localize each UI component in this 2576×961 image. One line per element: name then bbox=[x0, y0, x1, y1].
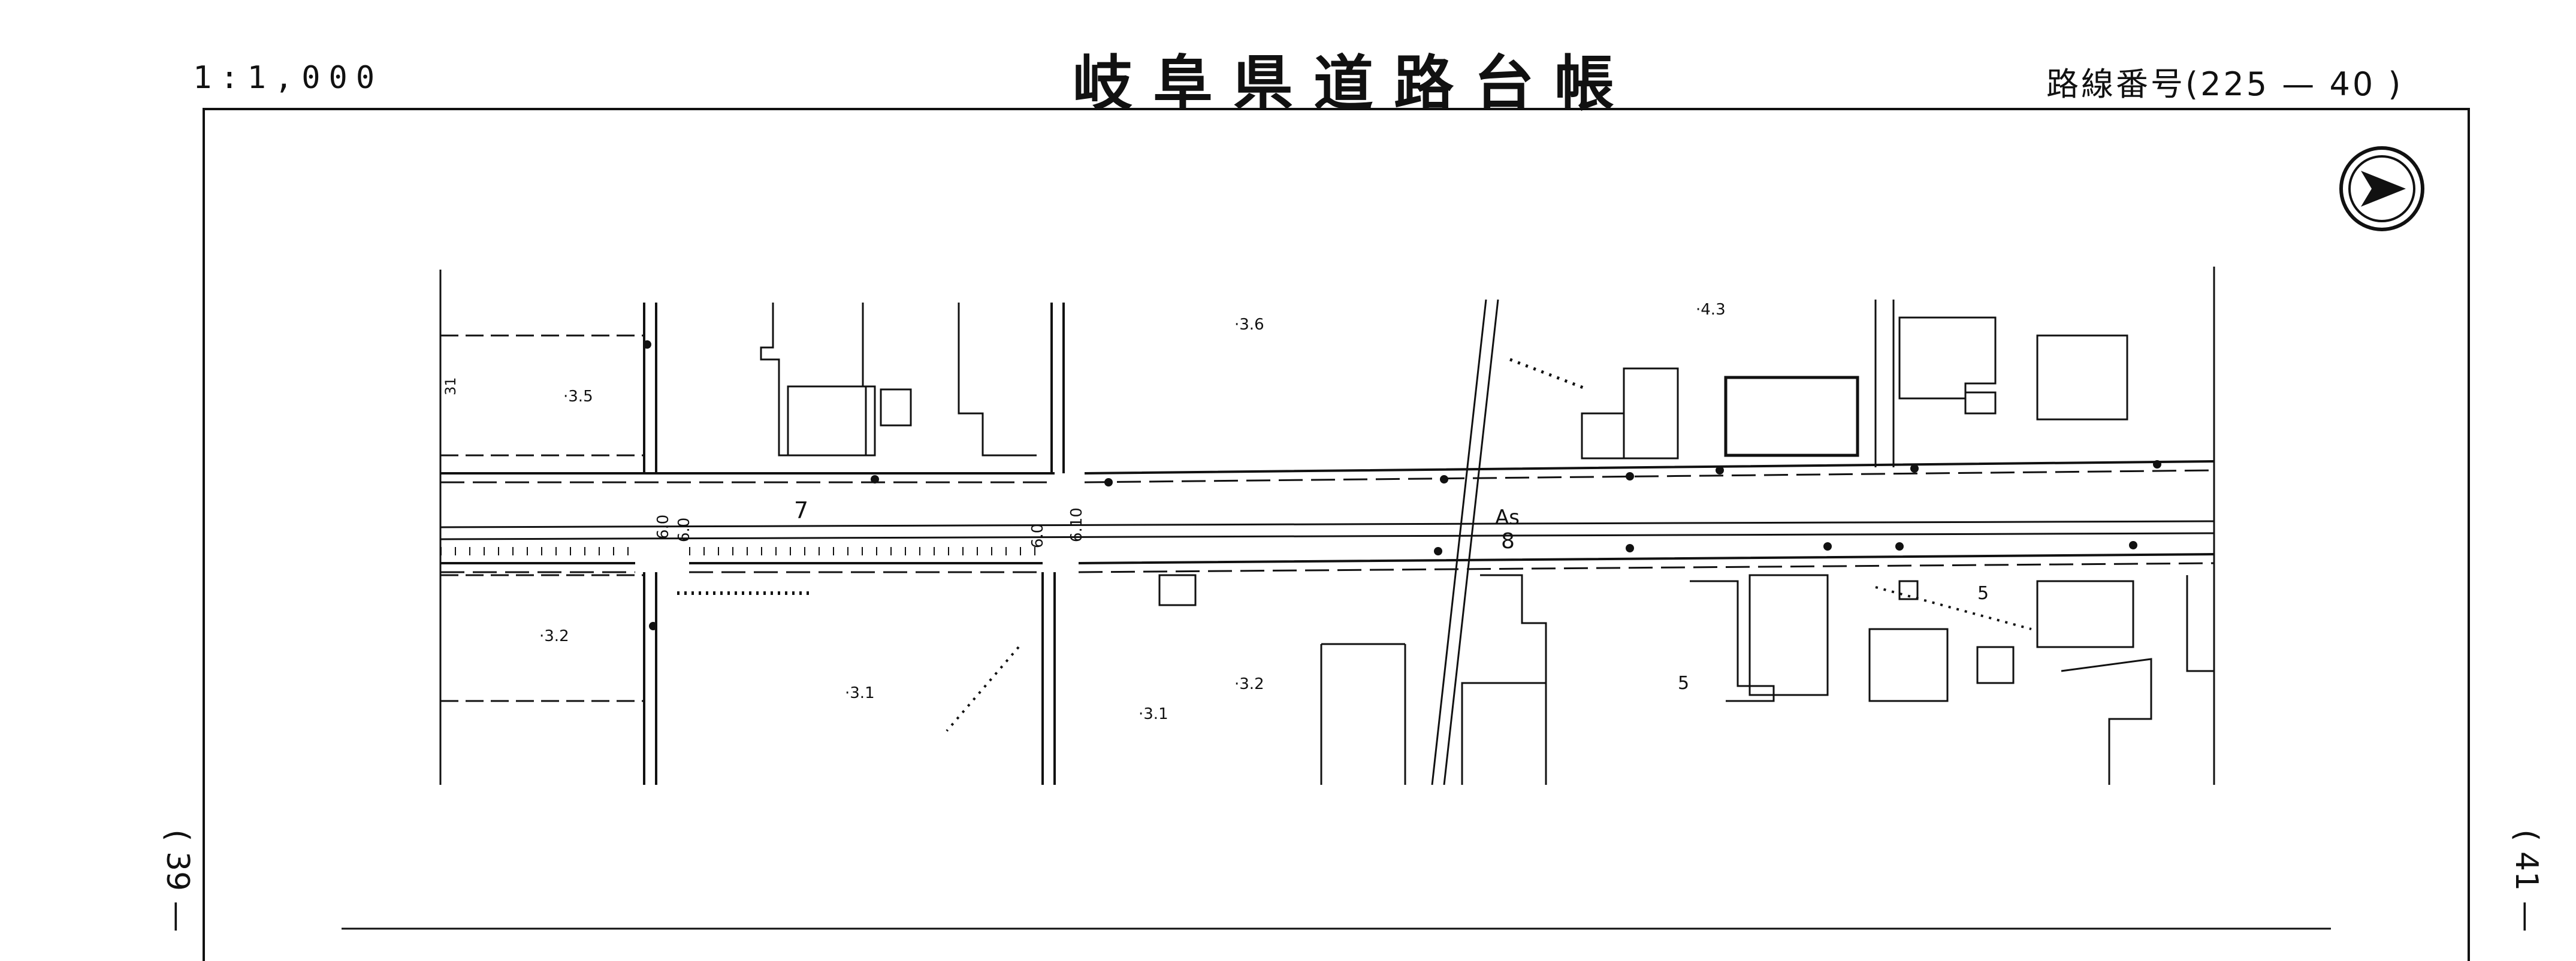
marker bbox=[1626, 544, 1634, 552]
width-label: 6.0 bbox=[675, 518, 693, 542]
building-s3 bbox=[1461, 574, 1547, 785]
sheet-header: 1:1,000 岐阜県道路台帳 路線番号(225 — 40 ) bbox=[0, 0, 2576, 119]
marker bbox=[1626, 472, 1634, 480]
building-s6 bbox=[1868, 628, 1949, 702]
width-label: 6.0 bbox=[654, 515, 672, 539]
parcel-left-south bbox=[440, 574, 644, 702]
sheet-title: 岐阜県道路台帳 bbox=[1073, 49, 1635, 119]
marker bbox=[2153, 460, 2161, 469]
marker bbox=[1440, 475, 1448, 483]
building-s9 bbox=[1898, 580, 1919, 600]
road-number-label: 7 bbox=[794, 497, 808, 524]
dotted-boundary-2 bbox=[946, 646, 1020, 732]
elevation-label: ·4.3 bbox=[1696, 301, 1726, 319]
cross-street-1-south bbox=[643, 572, 657, 785]
building-s10 bbox=[2061, 658, 2152, 785]
scale-label: 1:1,000 bbox=[193, 60, 383, 96]
road-north-dashed bbox=[440, 469, 2215, 483]
width-label: 6.10 bbox=[1068, 507, 1086, 542]
parcel-number-label: 5 bbox=[1678, 673, 1689, 694]
building-n2 bbox=[880, 388, 912, 427]
elevation-label: ·3.2 bbox=[1234, 675, 1264, 693]
building-n3 bbox=[958, 303, 1037, 457]
boundary-n7 bbox=[1874, 300, 1895, 467]
parcel-number-label: 5 bbox=[1977, 583, 1989, 604]
marker bbox=[1716, 466, 1724, 475]
road-south-dashed bbox=[440, 562, 2215, 573]
cross-street-2-south bbox=[1041, 572, 1056, 785]
building-s2 bbox=[1320, 643, 1406, 785]
marker bbox=[649, 622, 657, 630]
building-n8 bbox=[1898, 316, 1997, 400]
road-centerline-b bbox=[440, 532, 2215, 540]
building-s7 bbox=[1976, 646, 2015, 684]
pavement-label: As bbox=[1495, 506, 1520, 530]
building-s4 bbox=[1690, 580, 1775, 702]
building-n1-annex bbox=[787, 385, 867, 457]
parcel-number-label: 31 bbox=[442, 377, 459, 395]
map-frame bbox=[203, 108, 2470, 961]
marker bbox=[643, 340, 651, 349]
road-north-edge bbox=[440, 460, 2215, 475]
cross-street-1-north bbox=[643, 303, 657, 473]
road-south-edge bbox=[440, 553, 2215, 564]
building-n6 bbox=[1724, 376, 1859, 457]
dotted-boundary-3 bbox=[1875, 586, 2032, 630]
marker bbox=[1823, 542, 1832, 551]
marker bbox=[1434, 547, 1442, 555]
diagonal-road bbox=[1431, 299, 1499, 785]
road-number-label: 8 bbox=[1501, 529, 1515, 554]
marker bbox=[1895, 542, 1904, 551]
marker bbox=[2129, 541, 2137, 549]
elevation-label: ·3.1 bbox=[845, 684, 875, 702]
building-s11 bbox=[2186, 575, 2214, 672]
building-n10 bbox=[1964, 391, 1997, 415]
elevation-label: ·3.6 bbox=[1234, 316, 1264, 334]
road-centerline-a bbox=[440, 520, 2215, 528]
north-arrow-icon bbox=[2339, 146, 2424, 231]
marker bbox=[1104, 478, 1113, 486]
building-s5 bbox=[1748, 574, 1829, 696]
dotted-boundary-1 bbox=[1509, 358, 1589, 391]
elevation-label: ·3.5 bbox=[563, 388, 593, 406]
building-n5 bbox=[1581, 412, 1625, 460]
elevation-label: ·3.2 bbox=[539, 627, 569, 645]
building-n9 bbox=[2036, 334, 2128, 421]
building-n4 bbox=[1623, 367, 1679, 460]
building-n1 bbox=[760, 303, 876, 457]
route-number: 路線番号(225 — 40 ) bbox=[2046, 65, 2403, 103]
building-s8 bbox=[2036, 580, 2134, 648]
building-s1 bbox=[1158, 574, 1197, 606]
parcel-left-north bbox=[440, 334, 644, 457]
width-label: 6.0 bbox=[1029, 524, 1047, 548]
elevation-label: ·3.1 bbox=[1138, 705, 1168, 723]
marker bbox=[1910, 464, 1919, 473]
marker bbox=[871, 475, 879, 483]
cross-street-2-north bbox=[1050, 303, 1065, 473]
